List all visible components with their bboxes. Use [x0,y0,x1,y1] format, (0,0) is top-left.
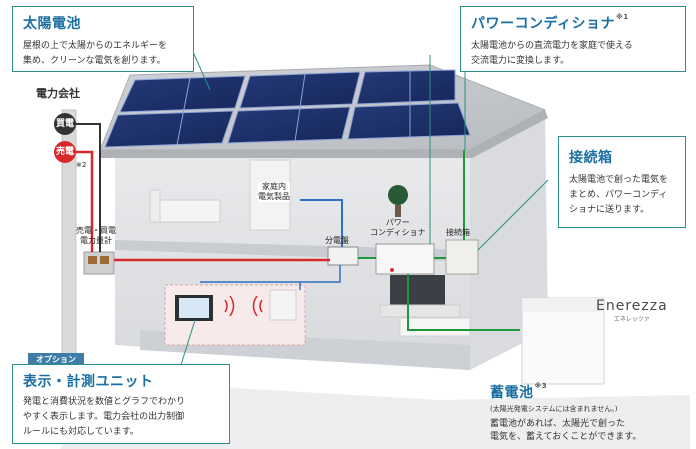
display-unit-title: 表示・計測ユニット [23,374,154,390]
battery-line-1: 蓄電池があれば、太陽光で創った [490,419,626,429]
power-conditioner-unit [375,243,435,275]
pcs-label: パワー コンディショナ [370,218,425,238]
brand-kana: エネレッツァ [613,316,650,323]
pcs-label-line-1: パワー [385,218,410,227]
junction-box-line-3: ショナに送ります。 [569,205,650,215]
enerezza-logo: Enerezza エネレッツァ [596,298,668,323]
display-unit-line-1: 発電と消費状況を数値とグラフでわかり [23,397,186,407]
junction-box-line-2: まとめ、パワーコンディ [569,190,668,200]
display-unit-callout: 表示・計測ユニット 発電と消費状況を数値とグラフでわかり やすく表示します。電力… [12,364,230,444]
junction-box-line-1: 太陽電池で創った電気を [569,175,669,185]
brand-name: Enerezza [596,298,668,314]
junction-box-unit [445,239,479,275]
meter-label: 売電・買電 電力量計 [76,226,116,246]
display-unit-line-3: ルールにも対応しています。 [23,427,139,437]
power-conditioner-title: パワーコンディショナ [471,16,616,32]
distribution-board-label: 分電盤 [325,236,349,245]
power-conditioner-line-1: 太陽電池からの直流電力を家庭で使える [471,41,633,51]
appliance-label-line-1: 家庭内 [262,182,286,191]
battery-title: 蓄電池 [490,385,534,401]
power-conditioner-line-2: 交流電力に変換します。 [471,56,570,66]
battery-line-2: 電気を、蓄えておくことができます。 [490,432,642,442]
junction-box-title: 接続箱 [569,150,613,166]
meter-label-line-1: 売電・買電 [76,226,116,235]
junction-box-callout: 接続箱 太陽電池で創った電気を まとめ、パワーコンディ ショナに送ります。 [558,136,686,228]
solar-panel-line-1: 屋根の上で太陽からのエネルギーを [23,41,168,51]
solar-panel-title: 太陽電池 [23,16,81,32]
battery-subnote: (太陽光発電システムには含まれません。) [490,405,618,413]
sell-note: ※2 [76,161,87,169]
battery-callout: 蓄電池※3 (太陽光発電システムには含まれません。) 蓄電池があれば、太陽光で創… [490,382,690,444]
storage-battery [521,297,605,385]
pcs-label-line-2: コンディショナ [370,228,426,237]
power-conditioner-note: ※1 [616,13,629,21]
solar-panel-line-2: 集め、クリーンな電気を創ります。 [23,56,166,66]
display-unit-line-2: やすく表示します。電力会社の出力制御 [23,412,185,422]
appliance-label-line-2: 電気製品 [258,192,290,201]
appliance-label: 家庭内 電気製品 [258,182,290,202]
battery-note: ※3 [534,382,548,390]
solar-panels [104,69,471,148]
junction-label: 接続箱 [446,228,470,237]
power-conditioner-callout: パワーコンディショナ※1 太陽電池からの直流電力を家庭で使える 交流電力に変換し… [460,6,686,72]
meter-label-line-2: 電力量計 [80,236,112,245]
sell-circle: 売電 [54,141,76,163]
buy-circle: 買電 [54,113,76,135]
power-company-label: 電力会社 [36,87,80,100]
option-tag: オプション [28,353,84,366]
distribution-board [327,246,359,266]
solar-panel-callout: 太陽電池 屋根の上で太陽からのエネルギーを 集め、クリーンな電気を創ります。 [12,6,194,72]
